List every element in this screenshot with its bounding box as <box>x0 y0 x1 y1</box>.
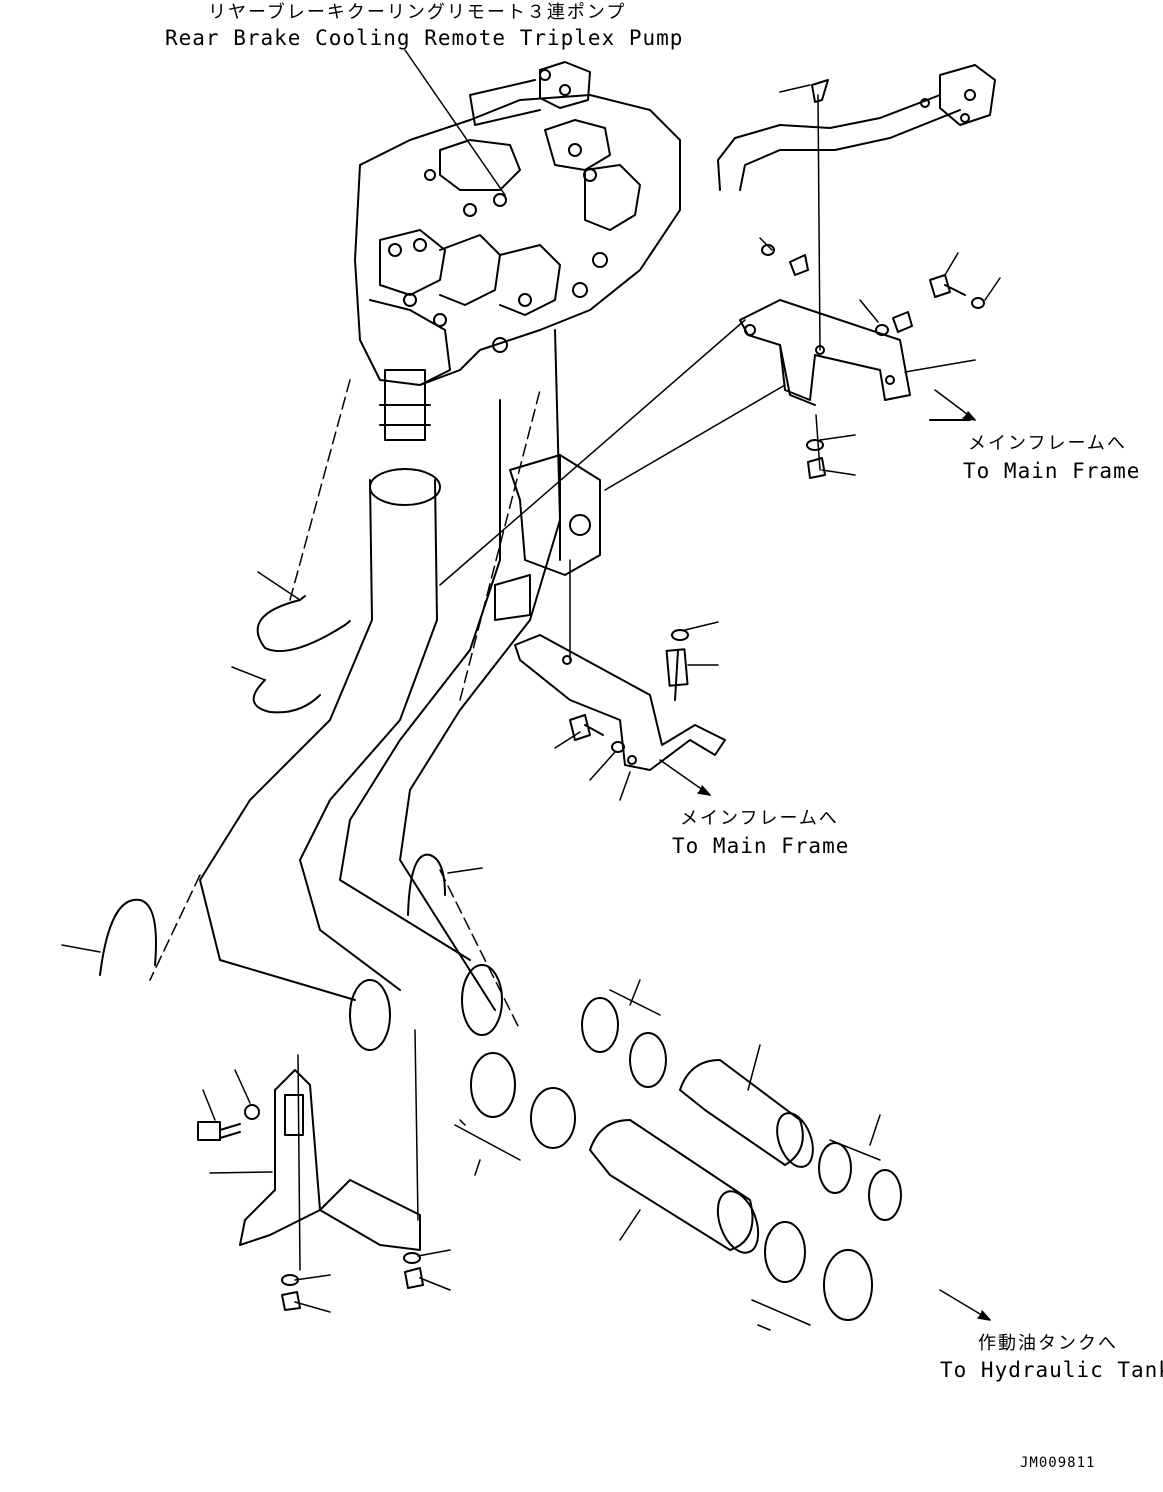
pump-label-en: Rear Brake Cooling Remote Triplex Pump <box>165 26 684 50</box>
leaders <box>61 49 1001 1331</box>
lower-bracket <box>514 559 726 771</box>
suction-tubes <box>149 329 561 1051</box>
hydraulic-tank-label-jp: 作動油タンクへ <box>978 1333 1118 1354</box>
bottom-bracket <box>197 1029 421 1271</box>
pump-label-jp: リヤーブレーキクーリングリモート３連ポンプ <box>208 2 627 23</box>
pump-leader <box>404 49 506 196</box>
u-bolts <box>99 595 446 976</box>
drawing-code: JM009811 <box>1020 1455 1096 1471</box>
main-frame-label-1-jp: メインフレームへ <box>968 433 1127 454</box>
main-frame-label-2-jp: メインフレームへ <box>680 808 839 829</box>
triplex-pump <box>354 61 996 441</box>
hydraulic-tank-label-en: To Hydraulic Tank <box>940 1358 1163 1382</box>
main-frame-label-1-en: To Main Frame <box>963 459 1141 483</box>
main-frame-label-2-en: To Main Frame <box>672 834 850 858</box>
hoses-clamps <box>454 989 902 1326</box>
upper-bracket <box>439 79 971 586</box>
center-flange <box>494 454 601 621</box>
